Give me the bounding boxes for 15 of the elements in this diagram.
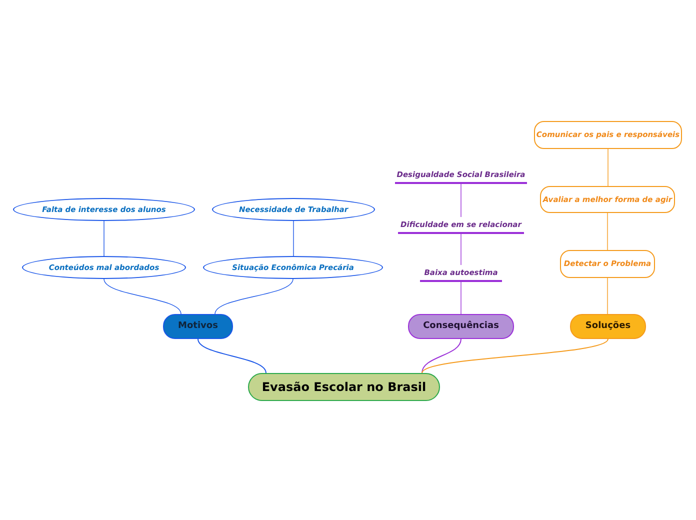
connector-line [607,212,608,250]
main-topic: Motivos [163,314,233,339]
connector-line [422,338,462,374]
main-topic: Soluções [570,314,646,339]
central-topic: Evasão Escolar no Brasil [248,373,440,401]
connector-line [214,278,294,314]
connector-line [460,282,462,314]
connector-line [104,278,182,314]
connector-line [460,234,462,266]
connector-line [293,220,294,256]
main-topic: Consequências [408,314,514,339]
connector-line [460,184,462,218]
connector-line [422,338,608,374]
connector-line [198,338,266,374]
connector-line [607,278,608,314]
